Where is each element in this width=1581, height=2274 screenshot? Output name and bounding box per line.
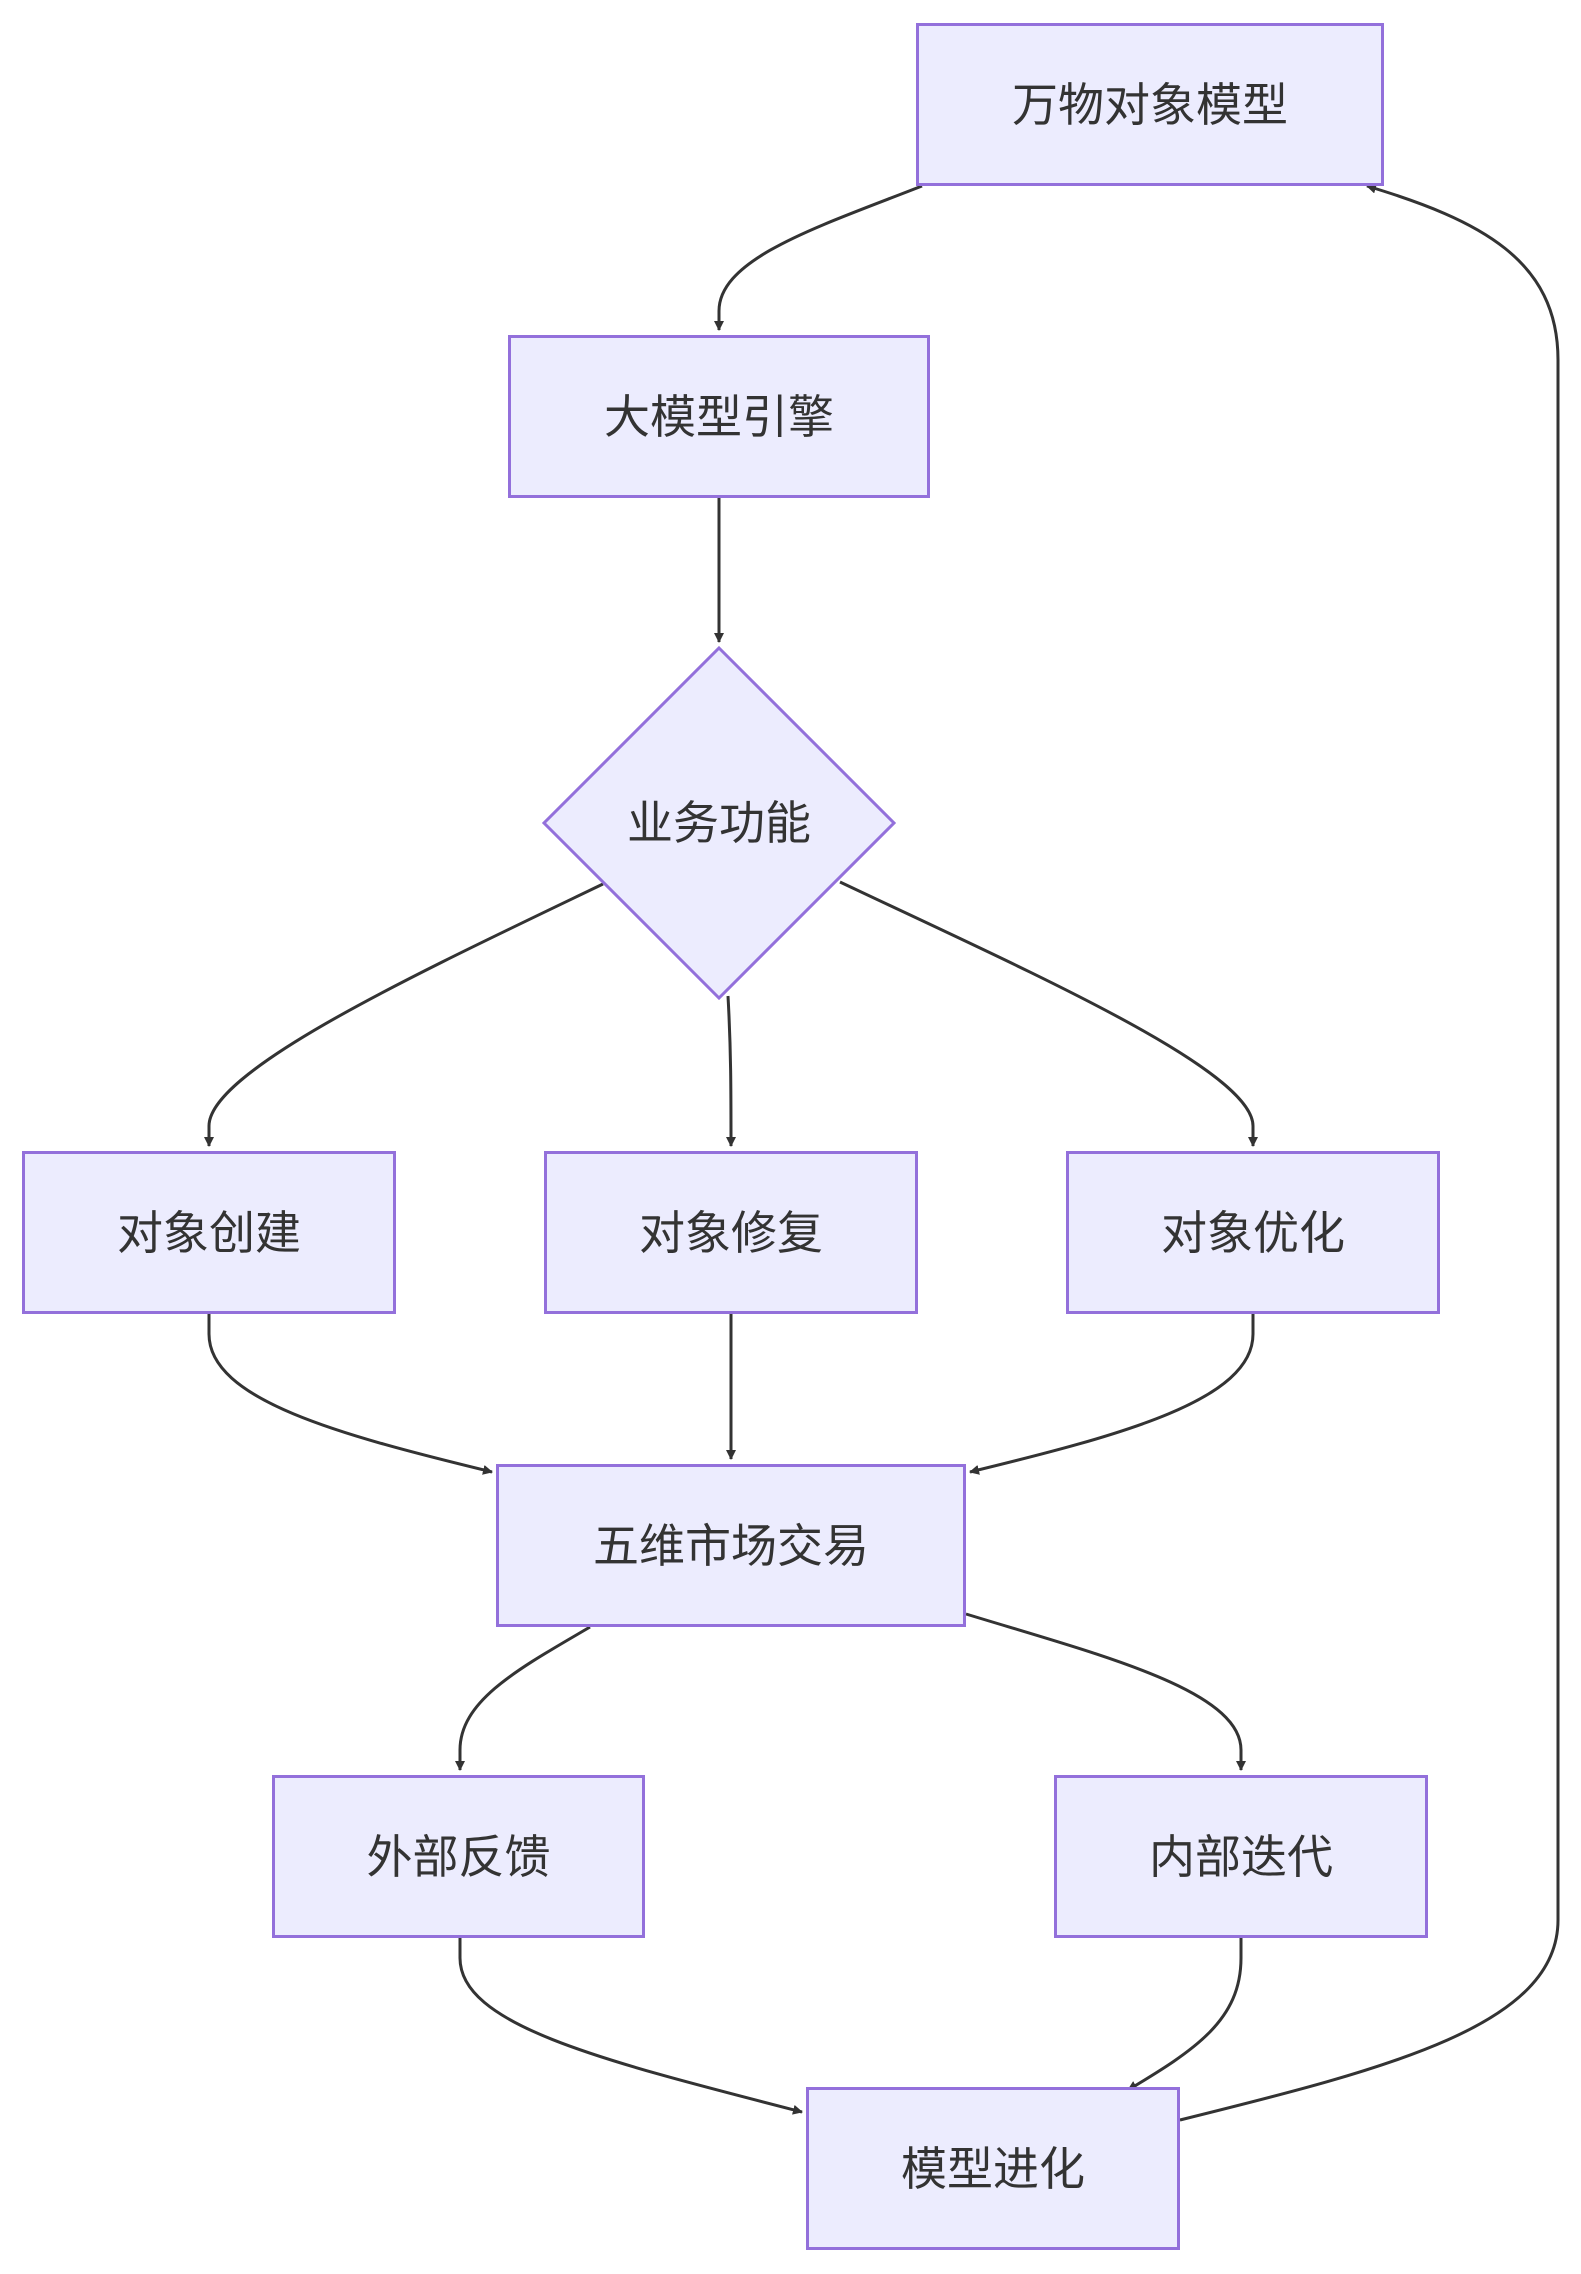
edge-yewu-to-chuangjian xyxy=(204,882,604,1147)
edge-waibu-to-jinhua xyxy=(458,1938,803,2115)
node-label: 外部反馈 xyxy=(366,1829,551,1884)
node-label: 大模型引擎 xyxy=(604,389,834,444)
edge-chuangjian-to-jiaoyi xyxy=(207,1314,493,1475)
node-label: 万物对象模型 xyxy=(1012,77,1288,132)
node-label: 对象修复 xyxy=(639,1205,823,1260)
node-object-optimize: 对象优化 xyxy=(1066,1151,1440,1314)
decision-diamond-shape xyxy=(542,646,896,1000)
edge-jiaoyi-to-neibu xyxy=(965,1612,1246,1771)
edge-wanwu-to-damoxing xyxy=(714,184,923,331)
edge-neibu-to-jinhua xyxy=(1127,1938,1243,2092)
node-business-function-decision: 业务功能 xyxy=(542,646,896,1000)
edge-jiaoyi-to-waibu xyxy=(455,1625,591,1771)
edge-youhua-to-jiaoyi xyxy=(969,1314,1255,1475)
node-label: 模型进化 xyxy=(901,2141,1085,2196)
node-large-model-engine: 大模型引擎 xyxy=(508,335,930,498)
node-label: 业务功能 xyxy=(627,796,811,850)
node-label: 对象创建 xyxy=(117,1205,301,1260)
node-internal-iteration: 内部迭代 xyxy=(1054,1775,1428,1938)
node-model-evolution: 模型进化 xyxy=(806,2087,1180,2250)
edge-yewu-to-youhua xyxy=(839,880,1258,1147)
edge-yewu-to-xiufu xyxy=(725,995,736,1147)
edge-jinhua-to-wanwu xyxy=(1179,183,1560,2122)
node-wanwu-object-model: 万物对象模型 xyxy=(916,23,1384,186)
node-label: 五维市场交易 xyxy=(593,1518,869,1573)
node-object-repair: 对象修复 xyxy=(544,1151,918,1314)
node-object-create: 对象创建 xyxy=(22,1151,396,1314)
node-five-dim-market-trade: 五维市场交易 xyxy=(496,1464,966,1627)
node-external-feedback: 外部反馈 xyxy=(272,1775,645,1938)
node-label: 对象优化 xyxy=(1161,1205,1345,1260)
node-label: 内部迭代 xyxy=(1149,1829,1333,1884)
